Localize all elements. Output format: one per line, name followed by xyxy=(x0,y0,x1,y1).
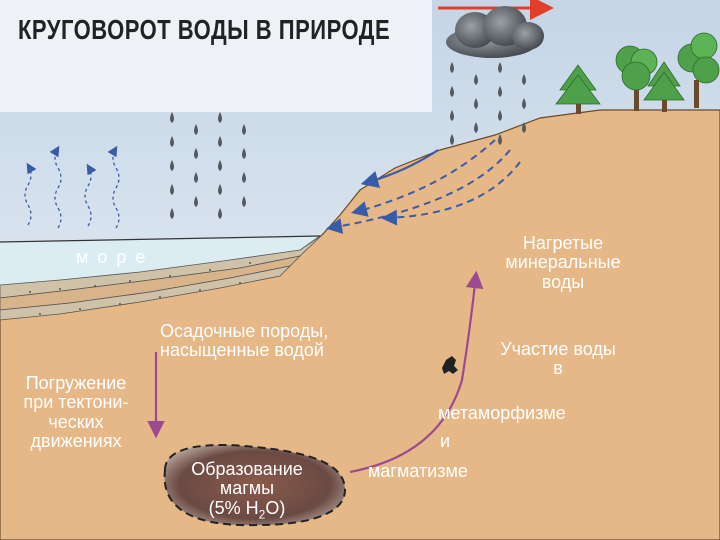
subsidence-line: движениях xyxy=(2,432,150,451)
subsidence-line: Погружение xyxy=(2,374,150,393)
participation-line: и xyxy=(440,432,450,451)
heated-waters-line: воды xyxy=(478,273,648,292)
participation-line: Участие воды xyxy=(470,340,646,359)
magma-formula-prefix: (5% H xyxy=(209,498,259,518)
magma-label: Образование магмы (5% H2O) xyxy=(168,460,326,521)
participation-line: в xyxy=(470,359,646,378)
sediment-line: насыщенные водой xyxy=(160,341,400,360)
subsidence-line: при тектони- xyxy=(2,393,150,412)
magma-formula: (5% H2O) xyxy=(168,499,326,522)
participation-label-top: Участие воды в xyxy=(470,340,646,379)
sediment-line: Осадочные породы, xyxy=(160,322,400,341)
magma-formula-suffix: O) xyxy=(265,498,285,518)
participation-line: магматизме xyxy=(368,462,468,481)
heated-waters-label: Нагретые минеральные воды xyxy=(478,234,648,292)
subsidence-line: ческих xyxy=(2,413,150,432)
heated-waters-line: минеральные xyxy=(478,253,648,272)
sea-label: м о р е xyxy=(76,248,147,267)
heated-waters-line: Нагретые xyxy=(478,234,648,253)
sediment-label: Осадочные породы, насыщенные водой xyxy=(160,322,400,361)
magma-line: Образование xyxy=(168,460,326,479)
subsidence-label: Погружение при тектони- ческих движениях xyxy=(2,374,150,452)
page-title: КРУГОВОРОТ ВОДЫ В ПРИРОДЕ xyxy=(18,14,390,47)
participation-line: метаморфизме xyxy=(438,404,566,423)
magma-line: магмы xyxy=(168,479,326,498)
